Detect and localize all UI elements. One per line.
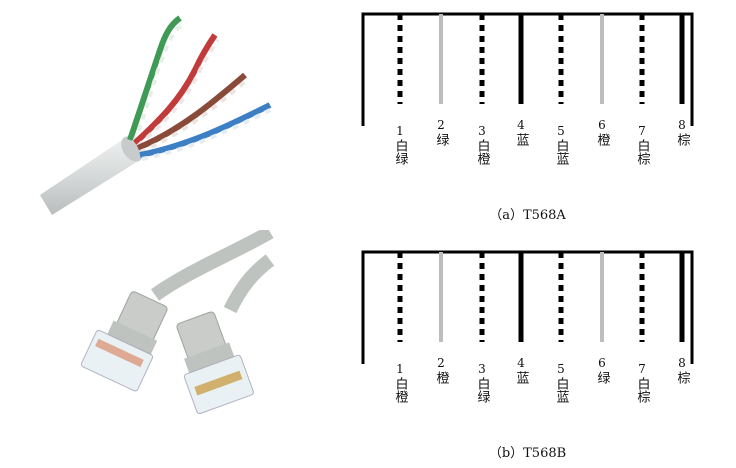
- pin-number: 8: [678, 118, 686, 132]
- rj45-patch-cable-photo: [80, 230, 275, 415]
- pin-color-label: 绿: [433, 133, 449, 146]
- pin-color-label: 橙: [594, 133, 610, 146]
- pin-number: 8: [678, 356, 686, 370]
- pin-color-label: 白棕: [634, 377, 650, 403]
- pin-number: 2: [437, 118, 445, 132]
- pin-number: 5: [557, 362, 565, 376]
- pin-color-label: 白棕: [634, 139, 650, 165]
- pin-color-label: 蓝: [513, 371, 529, 384]
- pin-number: 7: [638, 362, 646, 376]
- pin-number: 2: [437, 356, 445, 370]
- pin-number: 4: [517, 356, 525, 370]
- pin-number: 1: [396, 362, 404, 376]
- pin-color-label: 白橙: [392, 377, 408, 403]
- pin-number: 3: [478, 124, 486, 138]
- pin-number: 6: [598, 356, 606, 370]
- pin-color-label: 棕: [674, 133, 690, 146]
- pin-color-label: 绿: [594, 371, 610, 384]
- pin-color-label: 白蓝: [553, 139, 569, 165]
- pin-number: 6: [598, 118, 606, 132]
- pin-color-label: 橙: [433, 371, 449, 384]
- pin-color-label: 白蓝: [553, 377, 569, 403]
- pin-number: 7: [638, 124, 646, 138]
- pin-number: 4: [517, 118, 525, 132]
- t568a-frame: [361, 12, 694, 126]
- t568a-caption: （a）T568A: [489, 208, 566, 223]
- twisted-pair-cable-photo: [40, 15, 272, 215]
- pin-number: 5: [557, 124, 565, 138]
- pin-color-label: 蓝: [513, 133, 529, 146]
- t568b-frame: [361, 250, 694, 364]
- pin-number: 3: [478, 362, 486, 376]
- pin-color-label: 白橙: [474, 139, 490, 165]
- pin-color-label: 白绿: [474, 377, 490, 403]
- pin-color-label: 白绿: [392, 139, 408, 165]
- pin-color-label: 棕: [674, 371, 690, 384]
- pin-number: 1: [396, 124, 404, 138]
- t568b-caption: （b）T568B: [488, 446, 567, 461]
